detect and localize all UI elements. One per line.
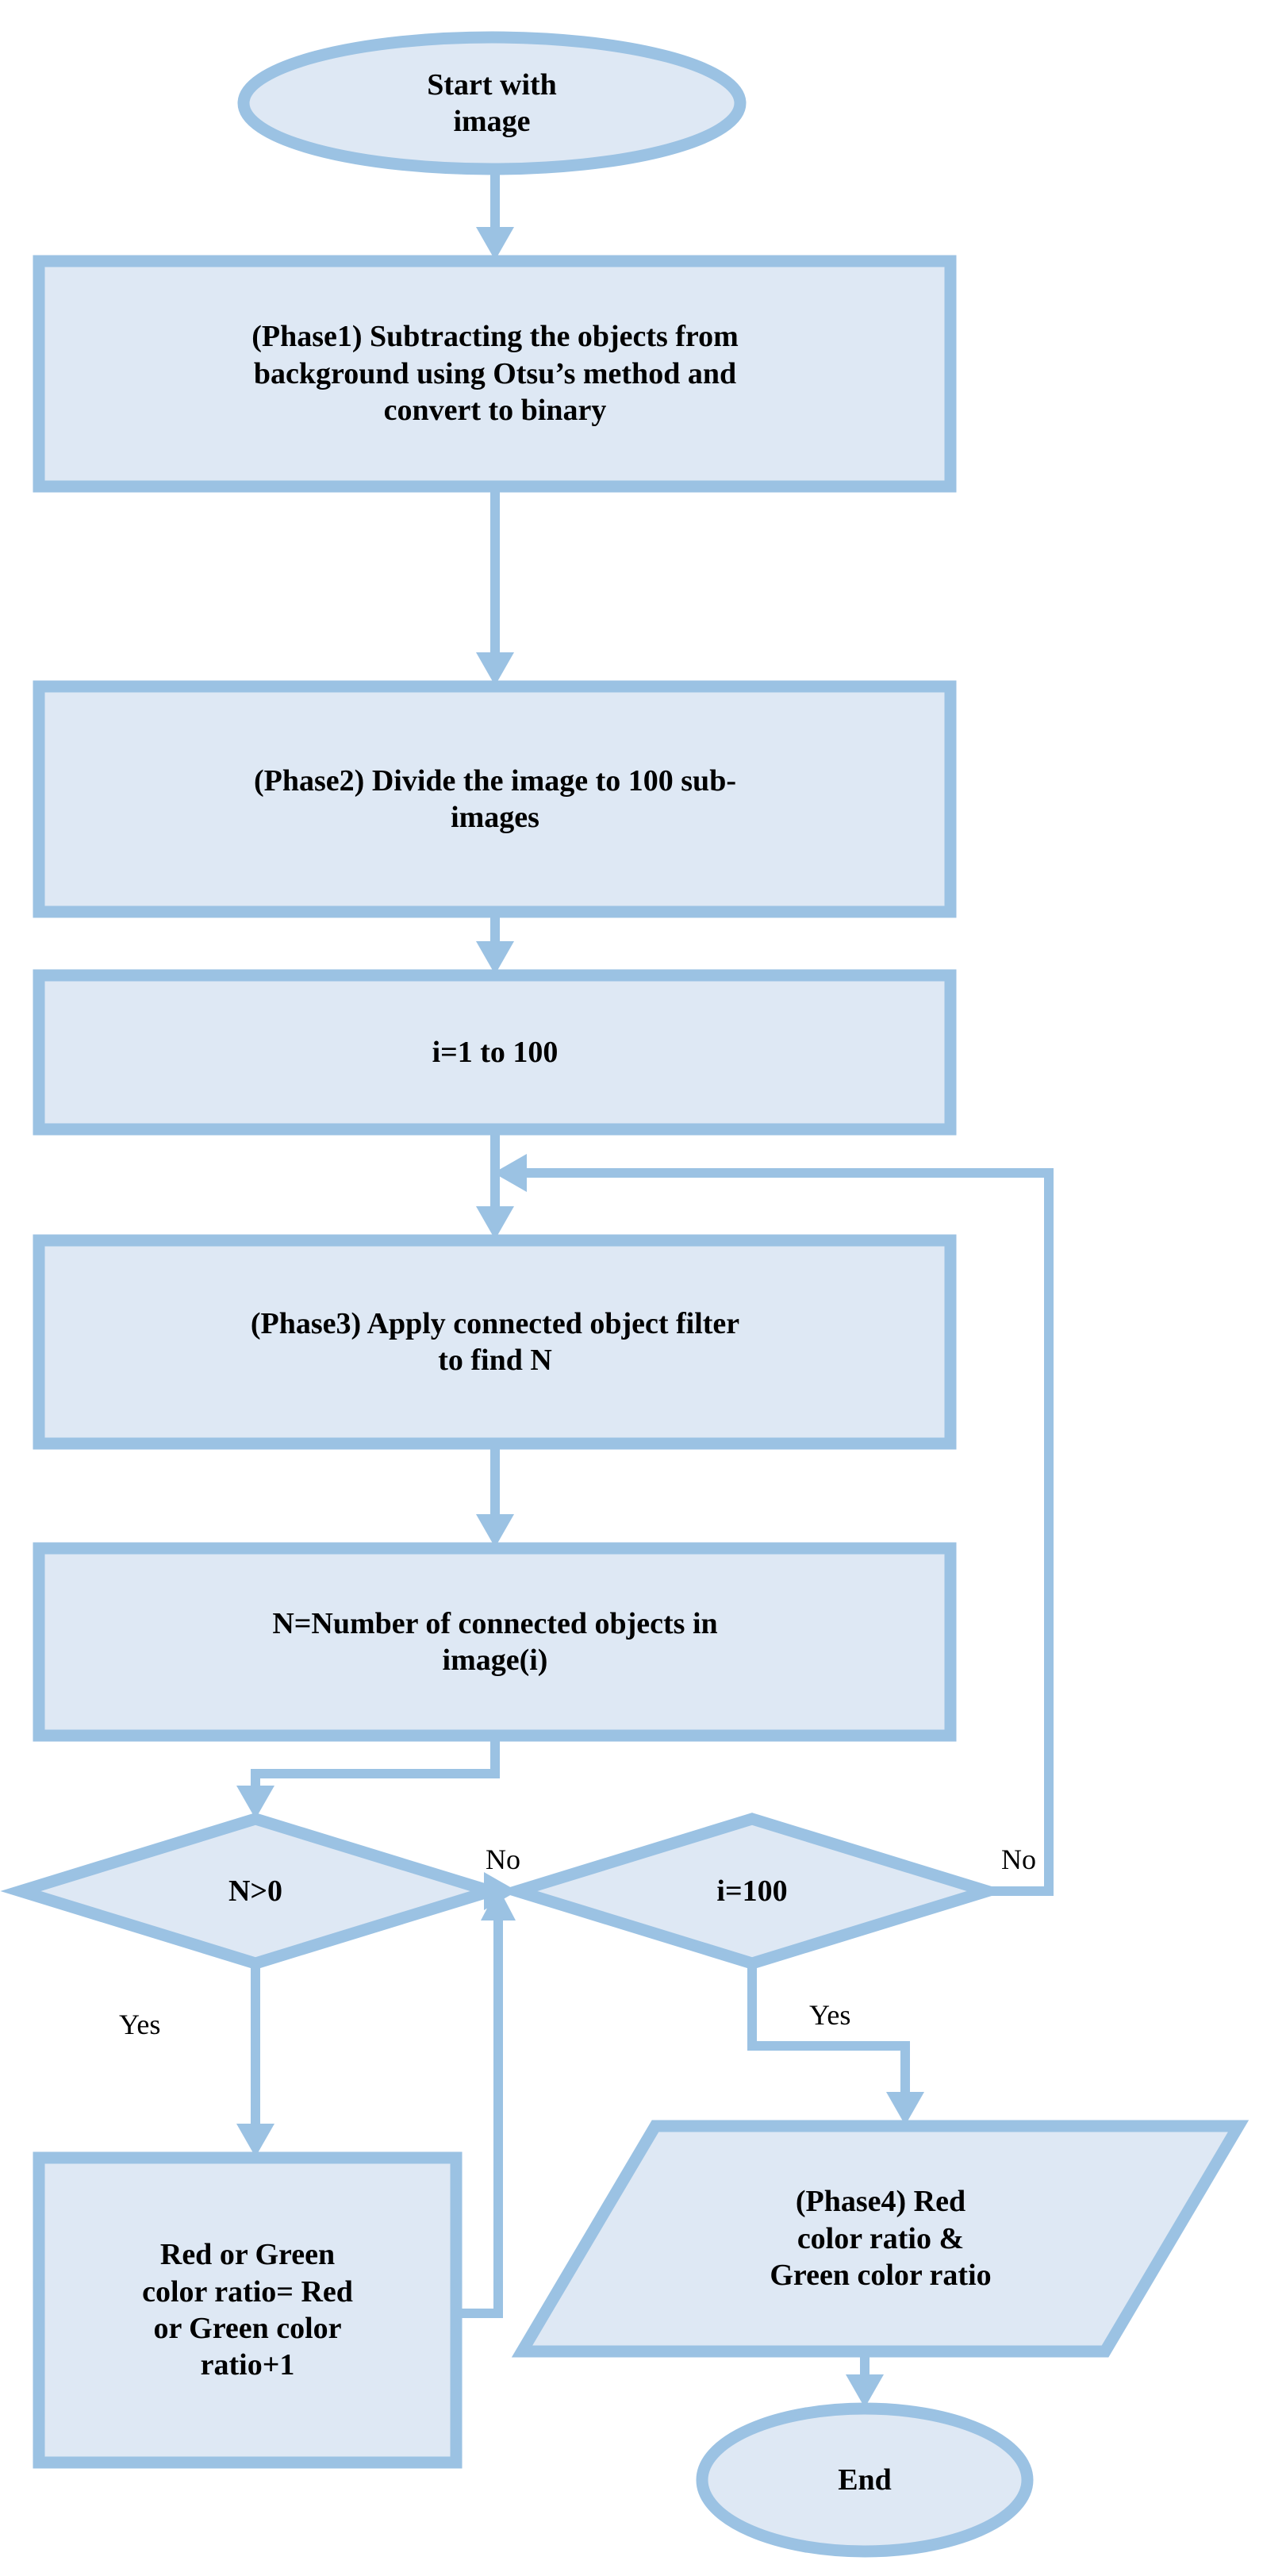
node-phase2[interactable] [33, 680, 957, 918]
arrowhead-accum-loopback [481, 1887, 516, 1920]
arrowhead-loopinit-to-phase3 [476, 1206, 514, 1240]
arrowhead-phase1-to-phase2 [476, 652, 514, 686]
edge-label-no-from-n: No [486, 1844, 520, 1875]
edge-decidei-yes-to-phase4 [747, 1963, 910, 2103]
arrowhead-phase2-to-loopinit [476, 941, 514, 975]
node-phase3[interactable] [33, 1234, 957, 1450]
node-end[interactable] [696, 2402, 1034, 2558]
arrowhead-decidei-no-loopback [493, 1154, 527, 1192]
edge-countn-to-deciden [251, 1736, 500, 1797]
edge-decidei-no-loopback [516, 1168, 1054, 1896]
node-decide-i[interactable] [497, 1813, 1008, 1970]
node-decide-n[interactable] [0, 1813, 511, 1970]
node-start[interactable] [237, 31, 747, 175]
arrowhead-countn-to-deciden [236, 1786, 274, 1819]
edge-label-yes-from-n: Yes [119, 2009, 161, 2040]
arrowhead-start-to-phase1 [476, 227, 514, 260]
edge-label-no-from-i: No [1001, 1844, 1036, 1875]
node-count-n[interactable] [33, 1542, 957, 1742]
arrowhead-phase4-to-end [846, 2374, 884, 2408]
arrowhead-deciden-yes [236, 2124, 274, 2157]
edge-label-yes-from-i: Yes [809, 1999, 851, 2031]
edge-accum-loopback [456, 1905, 503, 2318]
arrowhead-phase3-to-countn [476, 1514, 514, 1548]
arrowhead-decidei-yes [886, 2092, 924, 2125]
node-phase4[interactable] [511, 2120, 1250, 2358]
node-accumulate[interactable] [33, 2151, 463, 2469]
node-loop-init[interactable] [33, 969, 957, 1136]
node-phase1[interactable] [33, 255, 957, 493]
